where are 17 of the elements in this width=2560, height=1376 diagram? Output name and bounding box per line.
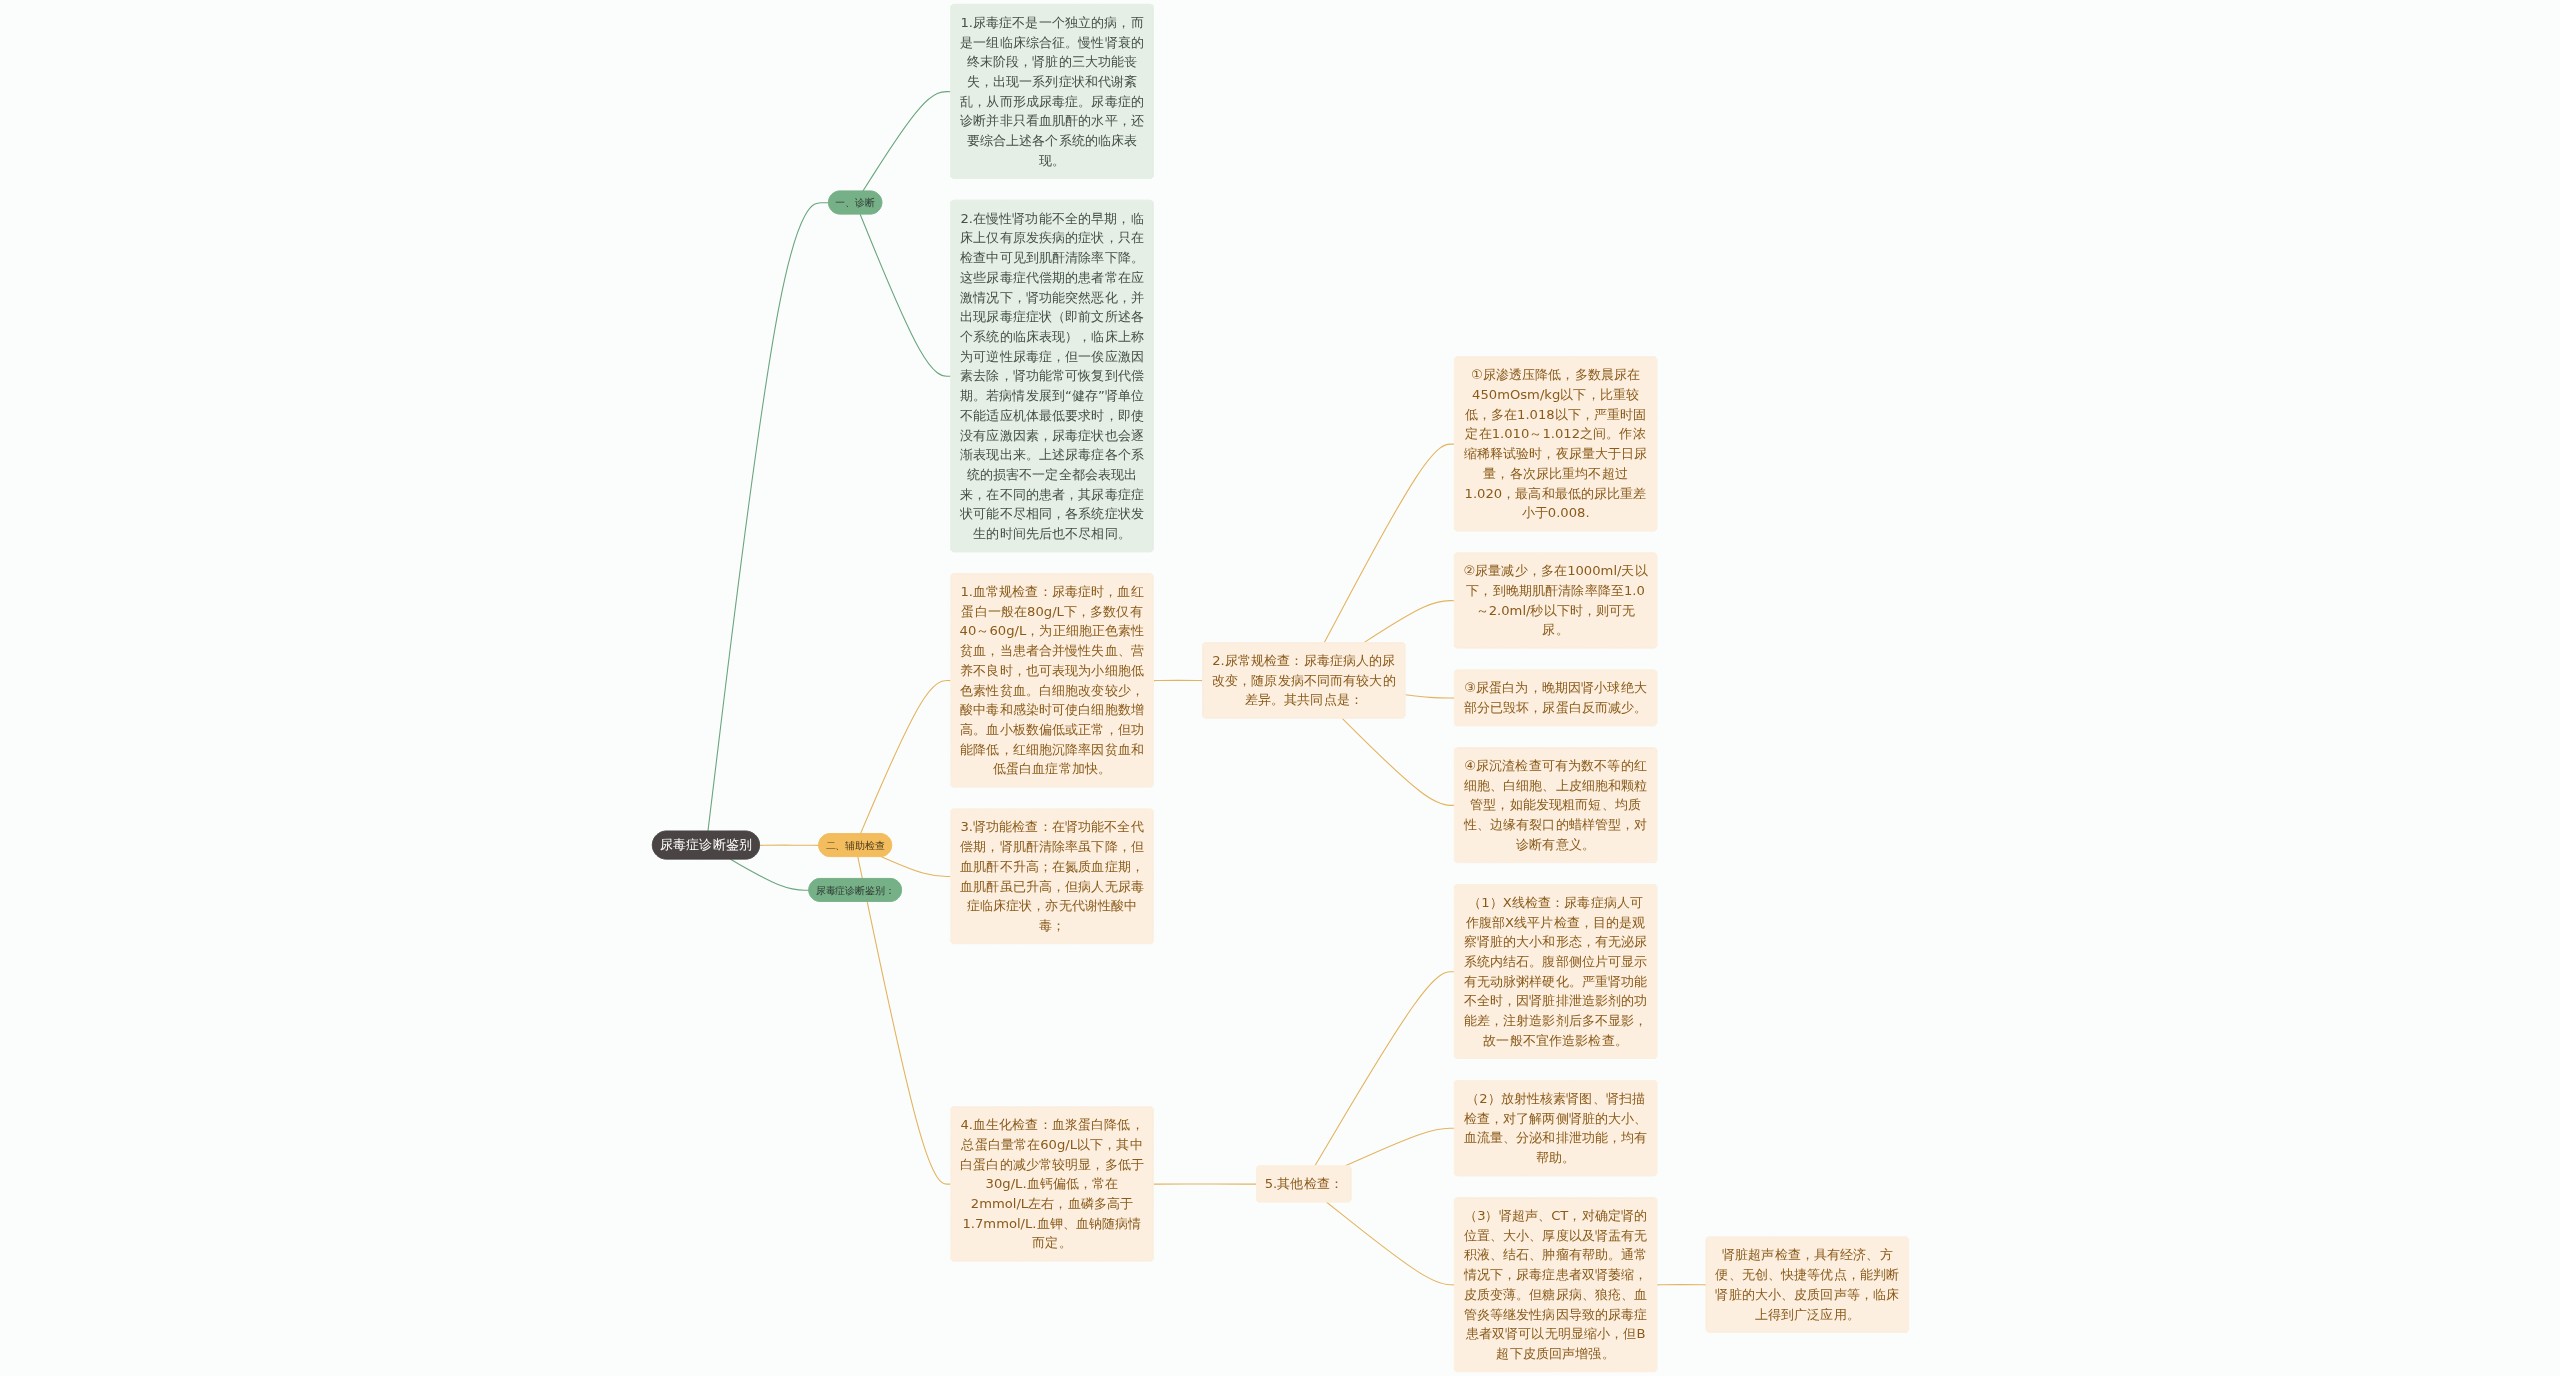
connector <box>729 858 810 891</box>
connector <box>859 680 952 835</box>
connector <box>706 202 829 832</box>
connector <box>1313 971 1455 1167</box>
connector <box>1362 600 1455 644</box>
connector <box>859 213 952 377</box>
connector <box>861 91 952 192</box>
connector <box>1404 694 1455 699</box>
connector <box>1341 717 1455 806</box>
connector <box>1152 1183 1257 1185</box>
connector <box>880 856 952 878</box>
connector <box>856 856 952 1185</box>
connector <box>1325 1201 1455 1286</box>
connector <box>1656 1284 1707 1286</box>
connector <box>1323 443 1455 644</box>
connector <box>1152 679 1203 682</box>
connector <box>758 844 819 846</box>
